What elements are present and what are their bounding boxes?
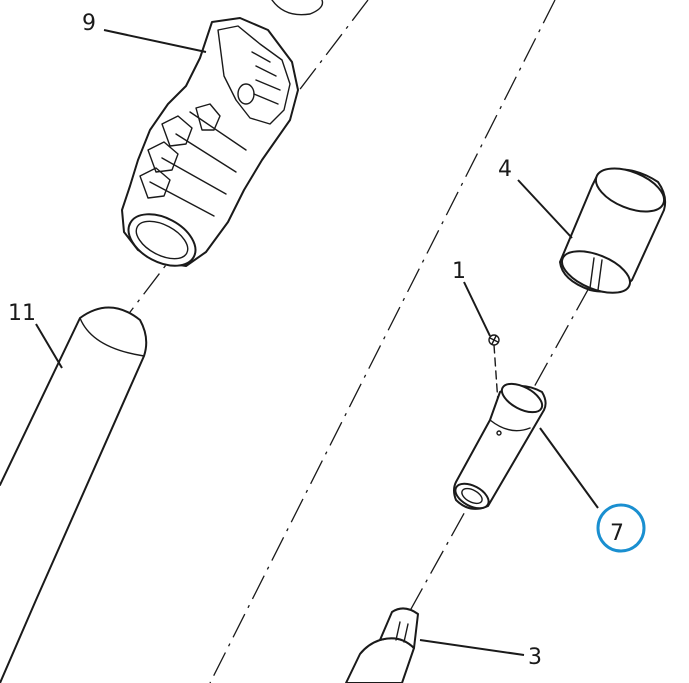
- part-7-insert[interactable]: [451, 378, 547, 513]
- leader-11: [35, 323, 63, 369]
- part-9-rib-4: [149, 181, 215, 217]
- part-9-bottom-opening: [127, 213, 197, 267]
- part-9-handle-housing[interactable]: [120, 0, 324, 276]
- part-9-clip-3: [139, 167, 171, 199]
- part-1-screw[interactable]: [488, 334, 500, 346]
- leader-9: [103, 29, 207, 53]
- label-part-1[interactable]: 1: [452, 259, 466, 284]
- label-part-11[interactable]: 11: [8, 301, 36, 326]
- label-part-4[interactable]: 4: [498, 157, 512, 182]
- part-3-lower-tube[interactable]: [345, 607, 419, 683]
- part-9-body-outline: [121, 17, 299, 267]
- leader-1: [463, 281, 491, 337]
- part-9-clip-1: [161, 115, 193, 147]
- part-11-tube-outline: [0, 306, 148, 683]
- right-axis-line: [209, 0, 556, 683]
- leader-7: [539, 427, 599, 509]
- part-11-tube[interactable]: [0, 306, 148, 683]
- highlight-circle-7: [596, 503, 646, 553]
- part-4-sleeve-slit: [589, 257, 603, 291]
- label-part-7[interactable]: 7: [610, 521, 624, 546]
- label-part-3[interactable]: 3: [528, 645, 542, 670]
- part-9-clip-4: [195, 103, 221, 131]
- part-9-upper-detail: [217, 25, 291, 125]
- part-7-insert-top: [500, 382, 544, 414]
- part-9-top-ring: [271, 0, 324, 16]
- part-3-tube-outline: [345, 637, 415, 683]
- part-9-rib-3: [161, 157, 227, 195]
- part-4-sleeve[interactable]: [556, 160, 670, 301]
- leader-4: [517, 179, 573, 239]
- part-9-bottom-opening-inner: [135, 220, 189, 260]
- left-axis-line: [123, 0, 369, 321]
- part-7-screw-hole: [496, 430, 502, 436]
- leader-3: [419, 639, 525, 656]
- label-part-9[interactable]: 9: [82, 11, 96, 36]
- leader-lines: [35, 29, 599, 656]
- part-labels: 9 4 1 11 7 3: [8, 11, 646, 670]
- part-3-grip-lines: [395, 621, 409, 643]
- part-1-screw-slot: [489, 335, 499, 345]
- part-7-insert-step: [489, 419, 531, 432]
- part-4-sleeve-top: [594, 167, 666, 213]
- part-9-rib-2: [175, 133, 237, 173]
- part-9-grille: [251, 51, 281, 105]
- part-11-tube-end-arc: [79, 317, 145, 357]
- part-7-insert-bottom-inner: [461, 487, 483, 505]
